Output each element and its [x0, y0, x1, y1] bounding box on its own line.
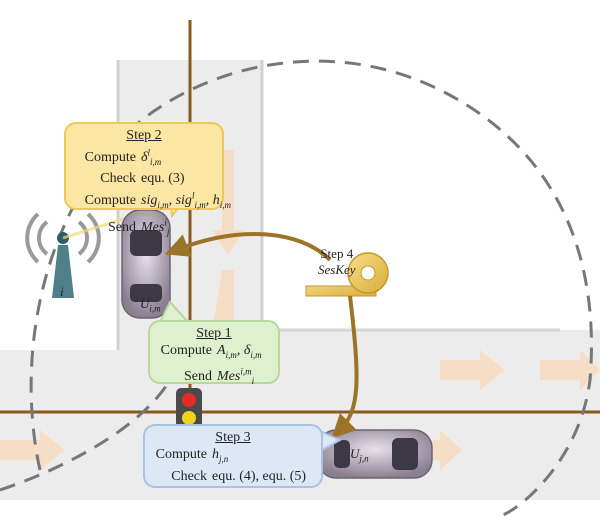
key-icon — [305, 252, 389, 297]
vehicle-uj-label: Uj,n — [350, 446, 369, 464]
vehicle-ui-label: Ui,m — [140, 296, 161, 314]
vehicle-ui-car — [121, 209, 171, 319]
rsu-label: i — [60, 284, 64, 299]
seskey-label: SesKey — [318, 262, 356, 277]
coverage-range — [0, 59, 593, 516]
step3-title: Step 3 — [215, 430, 251, 445]
traffic-light — [176, 388, 202, 432]
step4-label: Step 4 SesKey — [318, 246, 356, 278]
exchange-arrows — [164, 231, 359, 439]
vehicle-uj-car — [317, 429, 433, 479]
step2-title: Step 2 — [126, 128, 162, 143]
step4-title: Step 4 — [320, 246, 354, 261]
step1-title: Step 1 — [196, 326, 232, 341]
